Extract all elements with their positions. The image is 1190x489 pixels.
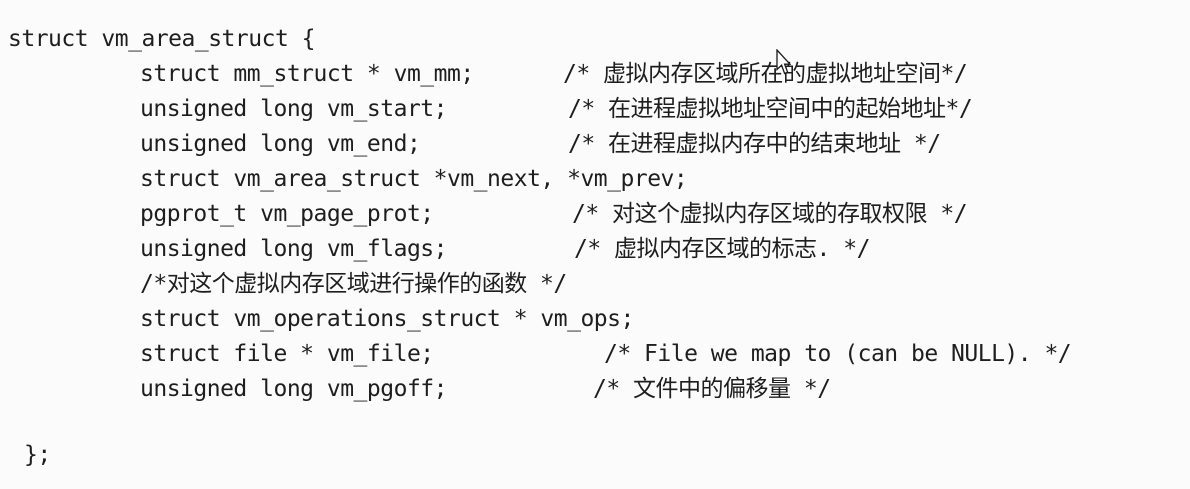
comment-vm-page-prot: /* 对这个虚拟内存区域的存取权限 */ xyxy=(572,201,968,227)
code-line: struct vm_operations_struct * vm_ops; xyxy=(0,302,1190,337)
code-line: unsigned long vm_end; /* 在进程虚拟内存中的结束地址 *… xyxy=(0,127,1190,162)
struct-close-line: }; xyxy=(24,442,51,468)
code-line: struct vm_area_struct *vm_next, *vm_prev… xyxy=(0,162,1190,197)
mouse-cursor-icon xyxy=(776,49,791,75)
code-line: unsigned long vm_start; /* 在进程虚拟地址空间中的起始… xyxy=(0,92,1190,127)
comment-vm-start: /* 在进程虚拟地址空间中的起始地址*/ xyxy=(568,96,973,122)
code-line: pgprot_t vm_page_prot; /* 对这个虚拟内存区域的存取权限… xyxy=(0,197,1190,232)
comment-vm-flags: /* 虚拟内存区域的标志. */ xyxy=(574,236,870,262)
comment-vm-mm: /* 虚拟内存区域所在的虚拟地址空间*/ xyxy=(563,61,968,87)
struct-open-line: struct vm_area_struct { xyxy=(8,26,316,52)
member-vm-mm: struct mm_struct * vm_mm; xyxy=(140,61,474,87)
code-line: /*对这个虚拟内存区域进行操作的函数 */ xyxy=(0,267,1190,302)
member-vm-next-prev: struct vm_area_struct *vm_next, *vm_prev… xyxy=(140,166,688,192)
member-vm-start: unsigned long vm_start; xyxy=(140,96,448,122)
member-vm-end: unsigned long vm_end; xyxy=(140,131,421,157)
code-line: struct mm_struct * vm_mm; /* 虚拟内存区域所在的虚拟… xyxy=(0,57,1190,92)
code-line: struct file * vm_file; /* File we map to… xyxy=(0,337,1190,372)
code-line: unsigned long vm_pgoff; /* 文件中的偏移量 */ xyxy=(0,372,1190,407)
member-vm-file: struct file * vm_file; xyxy=(140,341,434,367)
comment-vm-ops-standalone: /*对这个虚拟内存区域进行操作的函数 */ xyxy=(140,271,567,297)
comment-vm-pgoff: /* 文件中的偏移量 */ xyxy=(593,376,831,402)
comment-vm-end: /* 在进程虚拟内存中的结束地址 */ xyxy=(568,131,941,157)
member-vm-ops: struct vm_operations_struct * vm_ops; xyxy=(140,306,634,332)
code-line: }; xyxy=(0,438,1190,473)
code-line: unsigned long vm_flags; /* 虚拟内存区域的标志. */ xyxy=(0,232,1190,267)
member-vm-pgoff: unsigned long vm_pgoff; xyxy=(140,376,448,402)
member-vm-flags: unsigned long vm_flags; xyxy=(140,236,448,262)
member-vm-page-prot: pgprot_t vm_page_prot; xyxy=(140,201,434,227)
comment-vm-file: /* File we map to (can be NULL). */ xyxy=(604,341,1072,367)
code-line: struct vm_area_struct { xyxy=(0,22,1190,57)
